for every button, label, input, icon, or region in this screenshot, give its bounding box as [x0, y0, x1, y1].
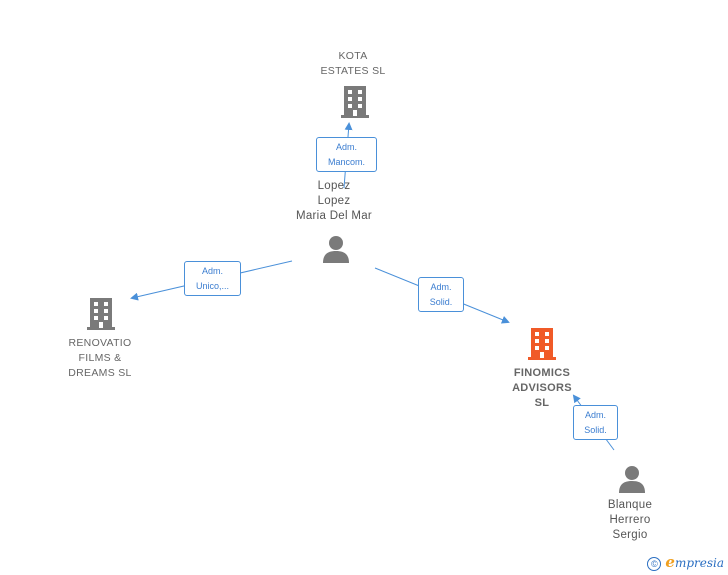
building-icon[interactable]: [339, 84, 371, 120]
edge-label-role-detail: Mancom.: [327, 157, 365, 167]
edge-label-lopez-kota[interactable]: Adm. Mancom.: [316, 137, 377, 172]
building-icon[interactable]: [85, 296, 117, 332]
person-icon[interactable]: [321, 234, 351, 264]
building-icon[interactable]: [526, 326, 558, 362]
node-label-kota[interactable]: KOTA ESTATES SL: [320, 50, 386, 77]
edge-label-role: Adm.: [430, 282, 452, 292]
brand-footer[interactable]: ©empresia: [647, 553, 724, 571]
edge-label-role: Adm.: [335, 142, 357, 152]
node-label-renovatio[interactable]: RENOVATIO FILMS & DREAMS SL: [68, 337, 132, 379]
edge-label-role: Adm.: [201, 266, 223, 276]
copyright-icon: ©: [647, 556, 662, 571]
node-label-finomics[interactable]: FINOMICS ADVISORS SL: [512, 367, 572, 409]
node-label-lopez[interactable]: Lopez Lopez Maria Del Mar: [295, 180, 373, 222]
edge-label-blanque-finomics[interactable]: Adm. Solid.: [573, 405, 618, 440]
person-icon[interactable]: [617, 464, 647, 494]
brand-logo: empresia: [665, 553, 724, 571]
edge-label-role-detail: Solid.: [584, 425, 607, 435]
edge-label-lopez-renovatio[interactable]: Adm. Unico,...: [184, 261, 241, 296]
edge-label-lopez-finomics[interactable]: Adm. Solid.: [418, 277, 464, 312]
edge-label-role-detail: Unico,...: [195, 281, 229, 291]
edge-label-role: Adm.: [584, 410, 606, 420]
node-label-blanque[interactable]: Blanque Herrero Sergio: [607, 499, 653, 541]
edge-label-role-detail: Solid.: [429, 297, 453, 307]
